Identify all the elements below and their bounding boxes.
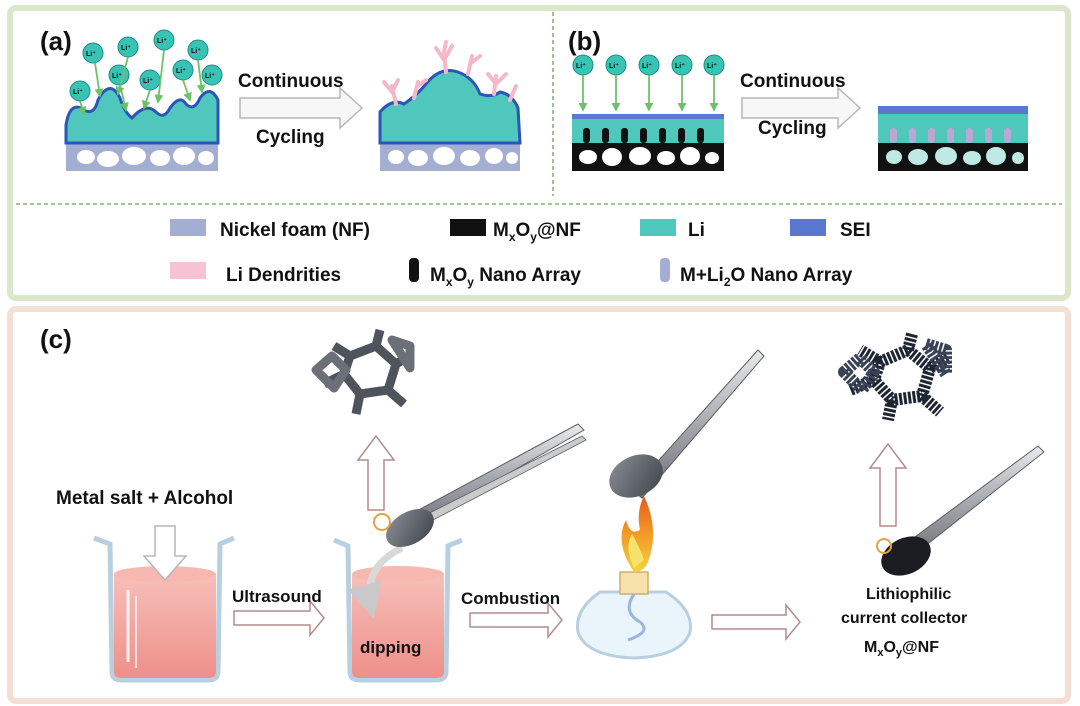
svg-text:Li⁺: Li⁺ — [675, 62, 685, 70]
result-label: Lithiophilic current collector MxOy@NF — [841, 586, 967, 659]
legend-item-nickel-foam: Nickel foam (NF) — [170, 219, 370, 241]
li-ion: Li⁺ — [117, 36, 139, 58]
svg-text:MxOy Nano Array: MxOy Nano Array — [430, 265, 581, 289]
beaker-dipping: dipping — [333, 537, 463, 683]
svg-text:Lithiophilic: Lithiophilic — [866, 586, 951, 603]
svg-text:M+Li2O Nano Array: M+Li2O Nano Array — [680, 265, 853, 289]
svg-text:Nickel foam (NF): Nickel foam (NF) — [220, 220, 370, 241]
legend-item-li-dendrites: Li Dendrities — [170, 262, 341, 286]
legend-item-m-li2o-nano-array: M+Li2O Nano Array — [660, 258, 853, 289]
svg-text:Li⁺: Li⁺ — [143, 77, 153, 85]
li-flux-arrows-a — [77, 49, 206, 116]
svg-text:MxOy@NF: MxOy@NF — [493, 220, 581, 244]
tweezers-with-foam-3 — [876, 445, 1045, 576]
svg-text:Li⁺: Li⁺ — [191, 47, 201, 55]
svg-text:Li⁺: Li⁺ — [112, 72, 122, 80]
mxoy-nf-electrode-before — [572, 114, 724, 171]
li-ion: Li⁺ — [172, 59, 194, 81]
continuous-cycling-arrow-b: Continuous Cycling — [740, 71, 862, 139]
arrow-b-line1: Continuous — [740, 71, 846, 92]
svg-text:Li⁺: Li⁺ — [609, 62, 619, 70]
li-ion: Li⁺ — [638, 54, 660, 76]
svg-text:Li⁺: Li⁺ — [73, 88, 83, 96]
nickel-foam-substrate-after — [380, 143, 520, 171]
svg-text:Li: Li — [688, 220, 705, 241]
legend-item-sei: SEI — [790, 219, 871, 241]
alcohol-lamp — [575, 496, 692, 660]
li-ion: Li⁺ — [69, 80, 91, 102]
li-ion: Li⁺ — [201, 64, 223, 86]
li-ion: Li⁺ — [703, 54, 725, 76]
mxoy-nf-electrode-after — [878, 106, 1028, 171]
li-flux-arrows-b — [578, 75, 719, 112]
panel-a: (a) Li⁺ Li⁺ Li⁺ Li⁺ Li⁺ Li⁺ Li⁺ Li⁺ Li⁺ — [40, 26, 522, 171]
arrow-a-line1: Continuous — [238, 71, 344, 92]
svg-text:Li⁺: Li⁺ — [576, 62, 586, 70]
li-ion: Li⁺ — [605, 54, 627, 76]
svg-text:Li⁺: Li⁺ — [642, 62, 652, 70]
li-dendrites — [382, 40, 518, 106]
result-arrow — [711, 602, 801, 642]
svg-text:SEI: SEI — [840, 220, 871, 241]
up-arrow-2 — [868, 442, 908, 527]
nickel-foam-structure — [311, 328, 415, 415]
panel-a-label: (a) — [40, 26, 72, 56]
li-ion-group-a: Li⁺ Li⁺ Li⁺ Li⁺ Li⁺ Li⁺ Li⁺ Li⁺ Li⁺ — [69, 29, 223, 102]
legend-item-mxoy-nf: MxOy@NF — [450, 219, 581, 244]
dipping-label: dipping — [360, 638, 421, 657]
li-ion: Li⁺ — [187, 39, 209, 61]
legend: Nickel foam (NF) MxOy@NF Li SEI Li Dendr… — [170, 219, 871, 289]
combustion-label: Combustion — [461, 589, 560, 608]
svg-text:Li⁺: Li⁺ — [86, 50, 96, 58]
arrow-b-line2: Cycling — [758, 118, 827, 139]
legend-item-mxoy-nano-array: MxOy Nano Array — [409, 258, 581, 289]
tweezers-with-foam-2 — [609, 349, 765, 499]
li-ion: Li⁺ — [82, 42, 104, 64]
li-ion: Li⁺ — [671, 54, 693, 76]
li-deposit-grown — [378, 69, 522, 145]
svg-text:Li⁺: Li⁺ — [157, 37, 167, 45]
panel-c-label: (c) — [40, 324, 72, 354]
ultrasound-label: Ultrasound — [232, 587, 322, 606]
tweezers-with-foam-1 — [373, 423, 587, 547]
bottom-panel-frame — [7, 306, 1071, 704]
arrow-a-line2: Cycling — [256, 127, 325, 148]
beaker-metal-salt-solution: Metal salt + Alcohol — [56, 488, 235, 683]
svg-text:Li⁺: Li⁺ — [707, 62, 717, 70]
svg-text:Li⁺: Li⁺ — [205, 72, 215, 80]
svg-text:Li⁺: Li⁺ — [176, 67, 186, 75]
mxoy-coated-foam-structure — [838, 332, 952, 422]
svg-text:Li⁺: Li⁺ — [121, 44, 131, 52]
start-label: Metal salt + Alcohol — [56, 488, 233, 509]
svg-text:MxOy@NF: MxOy@NF — [864, 639, 939, 659]
li-ion: Li⁺ — [153, 29, 175, 51]
continuous-cycling-arrow-a: Continuous Cycling — [238, 71, 364, 148]
li-ion: Li⁺ — [139, 69, 161, 91]
panel-b-label: (b) — [568, 26, 601, 56]
nickel-foam-substrate-before — [66, 143, 218, 171]
li-ion: Li⁺ — [572, 54, 594, 76]
up-arrow-1 — [356, 434, 396, 511]
svg-text:current collector: current collector — [841, 610, 967, 627]
legend-item-li: Li — [640, 219, 705, 241]
panel-b: (b) Li⁺ Li⁺ Li⁺ Li⁺ Li⁺ — [568, 26, 1028, 171]
ultrasound-arrow: Ultrasound — [232, 587, 325, 638]
svg-text:Li Dendrities: Li Dendrities — [226, 265, 341, 286]
li-ion: Li⁺ — [108, 64, 130, 86]
combustion-arrow: Combustion — [461, 589, 563, 640]
